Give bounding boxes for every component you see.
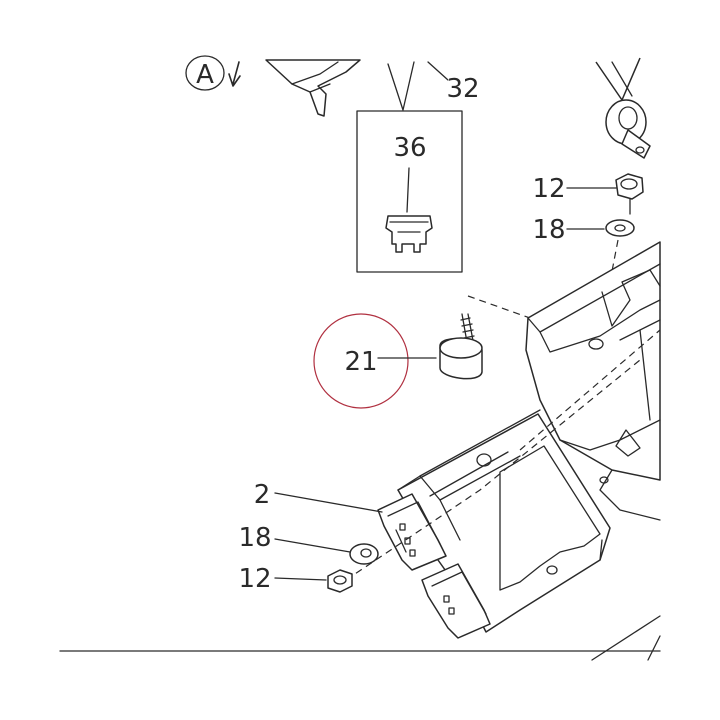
leader-32 (427, 61, 449, 81)
assembly-line-unit (345, 359, 641, 581)
frame-lower-edge-2 (647, 635, 661, 661)
view-arrow-icon (228, 61, 241, 87)
leader-2 (274, 492, 383, 513)
nut-top-icon (615, 173, 644, 215)
top-bracket (265, 59, 361, 117)
nut-bottom-icon (327, 569, 353, 593)
callout-18-top: 18 (532, 215, 565, 245)
assembly-line-unit-2 (519, 329, 661, 451)
control-unit (377, 409, 611, 639)
leader-36 (406, 167, 410, 213)
callout-18-bottom: 18 (238, 523, 271, 553)
highlight-circle (313, 313, 409, 409)
view-label-a: A (185, 55, 241, 91)
rubber-mount-icon (439, 313, 483, 380)
detail-box: 36 (356, 110, 463, 273)
leader-12-bottom (274, 577, 327, 581)
leader-to-detail (387, 61, 415, 111)
callout-36: 36 (393, 133, 426, 163)
view-label-text: A (196, 60, 214, 90)
frame-lower-edge (591, 615, 661, 661)
callout-12-top: 12 (532, 174, 565, 204)
callout-12-bottom: 12 (238, 564, 271, 594)
frame-bracket (525, 241, 661, 521)
callout-21: 21 (344, 347, 377, 377)
fuse-icon (385, 215, 433, 253)
washer-bottom-icon (349, 543, 379, 565)
leader-18-bottom (274, 538, 351, 553)
callout-2: 2 (254, 480, 271, 510)
terminal-lug (595, 57, 651, 159)
washer-top-icon (605, 219, 635, 237)
callout-32: 32 (446, 74, 479, 104)
